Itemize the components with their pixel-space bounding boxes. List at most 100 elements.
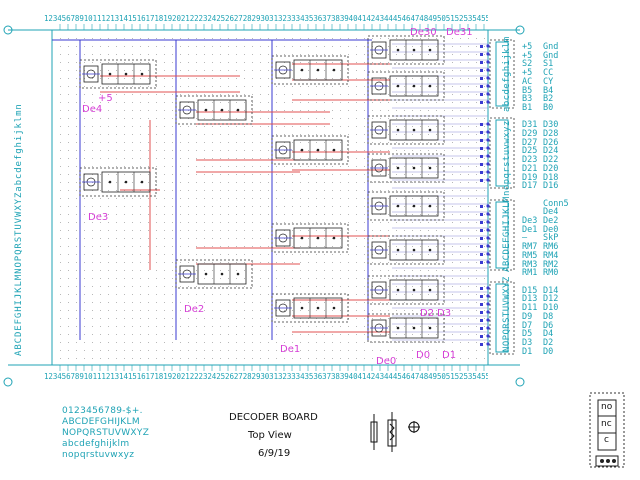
pin-label-right: RM2 bbox=[543, 259, 559, 270]
connector-label-1: abcdefghijklm bbox=[502, 36, 512, 112]
relay-body bbox=[389, 157, 439, 179]
pin-label-left: D11 bbox=[522, 303, 538, 314]
pin-label-right: Gnd bbox=[543, 50, 559, 61]
pin-label-right: D16 bbox=[543, 181, 559, 192]
relay-body bbox=[293, 139, 343, 161]
pin-label-left: D17 bbox=[522, 181, 538, 192]
pin-label-right: De0 bbox=[543, 224, 559, 235]
spare-label-c: c bbox=[604, 435, 609, 445]
relay-footprint bbox=[367, 35, 445, 65]
pin-label-left: D19 bbox=[522, 172, 538, 183]
relay-body bbox=[293, 59, 343, 81]
relay-body bbox=[389, 119, 439, 141]
connector-body bbox=[495, 283, 509, 353]
relay-label-de2: De2 bbox=[184, 304, 205, 315]
pin-label-left: +5 bbox=[522, 68, 533, 79]
relay-footprint bbox=[271, 55, 349, 85]
pin-label-right: B4 bbox=[543, 85, 554, 96]
relay-footprint bbox=[367, 235, 445, 265]
pin-label-right: RM4 bbox=[543, 250, 559, 261]
pin-label-left: RM7 bbox=[522, 242, 538, 253]
connector-body bbox=[495, 119, 509, 187]
pin-label-right: De2 bbox=[543, 216, 559, 227]
pin-label-right: RM0 bbox=[543, 268, 559, 279]
relay-body bbox=[389, 317, 439, 339]
pin-label-right: D0 bbox=[543, 346, 554, 357]
relay-label-d2: D2 bbox=[420, 308, 435, 319]
relay-label-d1: D1 bbox=[442, 350, 457, 361]
relay-footprint bbox=[271, 223, 349, 253]
spare-relay-footprint bbox=[589, 392, 625, 468]
relay-body bbox=[389, 279, 439, 301]
relay-body bbox=[293, 227, 343, 249]
connector-outline bbox=[489, 199, 515, 271]
pin-label-left: D1 bbox=[522, 346, 533, 357]
pin-label-right: D10 bbox=[543, 303, 559, 314]
pin-label-right: D24 bbox=[543, 146, 559, 157]
pin-label-left: D5 bbox=[522, 329, 533, 340]
pin-label-left: D13 bbox=[522, 294, 538, 305]
relay-body bbox=[197, 263, 247, 285]
connector-label-4: NOPQRSTUVWXYZ bbox=[502, 276, 512, 352]
relay-body bbox=[197, 99, 247, 121]
relay-body bbox=[389, 75, 439, 97]
relay-footprint bbox=[175, 95, 253, 125]
pin-label-right: B2 bbox=[543, 94, 554, 105]
relay-sublabel-de4: +5 bbox=[98, 93, 113, 104]
charset-line-4: abcdefghijklm bbox=[62, 439, 130, 449]
pin-label-left: D7 bbox=[522, 320, 533, 331]
spare-label-no: no bbox=[601, 402, 613, 412]
pin-label-right: SkP bbox=[543, 233, 559, 244]
pin-label-left: S2 bbox=[522, 59, 533, 70]
pin-label-left: D27 bbox=[522, 137, 538, 148]
relay-body bbox=[389, 195, 439, 217]
row-ruler-left: ABCDEFGHIJKLMNOPQRSTUVWXYZabcdefghijklmn bbox=[14, 103, 24, 356]
pin-label-left: +5 bbox=[522, 50, 533, 61]
pin-label-left: De1 bbox=[522, 224, 538, 235]
relay-body bbox=[293, 297, 343, 319]
capacitor-icon bbox=[370, 414, 378, 450]
pin-label-right: B0 bbox=[543, 102, 554, 113]
relay-body bbox=[101, 171, 151, 193]
diode-icon bbox=[408, 421, 420, 433]
pin-label-right: RM6 bbox=[543, 242, 559, 253]
relay-footprint bbox=[271, 293, 349, 323]
connector-outline bbox=[489, 281, 515, 355]
pin-label-right: D22 bbox=[543, 155, 559, 166]
charset-line-2: ABCDEFGHIJKLM bbox=[62, 417, 140, 427]
relay-label-de1: De1 bbox=[280, 344, 301, 355]
relay-label-de4: De4 bbox=[82, 104, 103, 115]
pin-label-right: D26 bbox=[543, 137, 559, 148]
connector-label-3: ABCDEFGHIJKLM bbox=[502, 196, 512, 272]
pin-label-left: — bbox=[522, 233, 528, 244]
connector-body bbox=[495, 41, 509, 107]
relay-body bbox=[389, 39, 439, 61]
relay-body bbox=[101, 63, 151, 85]
pin-label-left: De3 bbox=[522, 216, 538, 227]
resistor-icon bbox=[387, 412, 397, 452]
connector-label-2: nopqrstuvwxyz bbox=[502, 120, 512, 196]
bus-wires bbox=[52, 39, 488, 341]
board-view: Top View bbox=[248, 430, 292, 441]
pin-label-left: AC bbox=[522, 76, 533, 87]
pin-label-right: D4 bbox=[543, 329, 554, 340]
relay-footprint bbox=[367, 71, 445, 101]
relay-label-de30: De30 bbox=[410, 27, 437, 38]
relay-label-d3: D3 bbox=[437, 308, 452, 319]
relay-label-de3: De3 bbox=[88, 212, 109, 223]
relay-modules bbox=[79, 35, 445, 343]
pin-label-left: RM1 bbox=[522, 268, 538, 279]
relay-footprint bbox=[79, 167, 157, 197]
pin-label-right: CY bbox=[543, 76, 554, 87]
relay-footprint bbox=[367, 191, 445, 221]
pin-label-right: D28 bbox=[543, 129, 559, 140]
board-outline bbox=[3, 25, 525, 387]
pin-label-right: D2 bbox=[543, 337, 554, 348]
relay-footprint bbox=[367, 275, 445, 305]
component-legend bbox=[370, 412, 420, 452]
connector-body bbox=[495, 201, 509, 269]
charset-line-3: NOPQRSTUVWXYZ bbox=[62, 428, 150, 438]
